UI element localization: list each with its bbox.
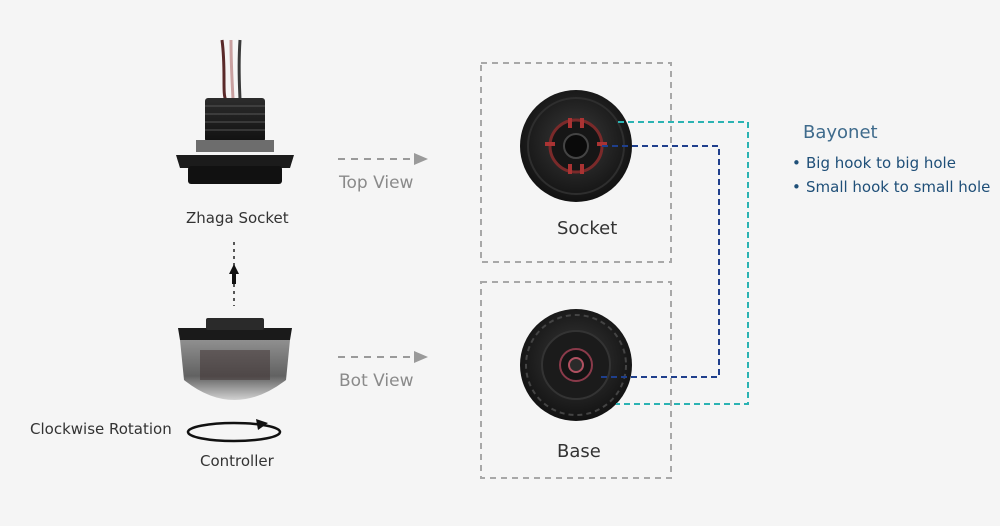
bayonet-title: Bayonet: [803, 122, 878, 143]
clockwise-rotation-label: Clockwise Rotation: [30, 420, 172, 438]
base-label: Base: [557, 441, 601, 462]
rotation-arrow-icon: [186, 419, 282, 443]
base-bottom-view-image: [520, 309, 632, 421]
socket-view-box: [480, 62, 672, 263]
small-hook-connection-line: [598, 145, 720, 378]
bayonet-item: Small hook to small hole: [792, 175, 990, 199]
right-arrow-icon: [338, 153, 428, 165]
up-arrow-icon: [229, 242, 239, 306]
socket-top-view-image: [520, 90, 632, 202]
bot-view-label: Bot View: [339, 371, 414, 391]
top-view-label: Top View: [339, 173, 414, 193]
big-hook-connection-line: [616, 121, 749, 405]
base-view-box: [480, 281, 672, 479]
bayonet-list: Big hook to big hole Small hook to small…: [792, 151, 990, 199]
bayonet-item: Big hook to big hole: [792, 151, 990, 175]
controller-label: Controller: [200, 452, 274, 470]
right-arrow-icon: [338, 351, 428, 363]
zhaga-socket-label: Zhaga Socket: [186, 209, 289, 227]
socket-label: Socket: [557, 218, 618, 239]
zhaga-socket-image: [176, 39, 294, 184]
controller-image: [178, 318, 292, 400]
